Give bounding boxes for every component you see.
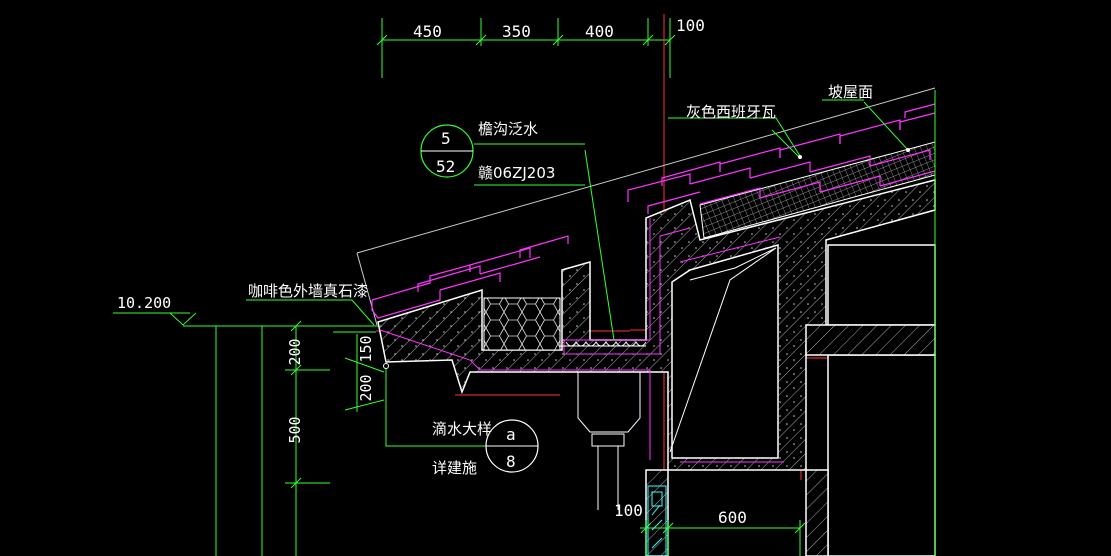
roof-leader-dot [906, 148, 910, 152]
gutter-flashing-strip [560, 341, 647, 347]
concrete-aggregate [378, 180, 935, 470]
detail-2-bottom: 8 [506, 452, 516, 471]
dim-100-bottom: 100 [614, 501, 643, 520]
dim-600-bottom: 600 [718, 508, 747, 527]
detail-1-top: 5 [441, 129, 451, 148]
label-see-arch: 详建施 [432, 459, 477, 477]
room-opening-lower [827, 354, 936, 556]
label-drip-detail: 滴水大样 [432, 420, 492, 438]
wall-lower [805, 469, 829, 556]
dim-200-left: 200 [286, 338, 304, 365]
level-elevation: 10.200 [117, 294, 171, 312]
label-coffee-paint: 咖啡色外墙真石漆 [248, 282, 368, 300]
void-diagonal [669, 247, 777, 453]
dim-400: 400 [585, 22, 614, 41]
gutter-magenta-lining [379, 218, 784, 463]
detail-symbol-a-8 [485, 419, 539, 473]
insulation-block [483, 297, 561, 351]
label-gutter-flashing: 檐沟泛水 [478, 120, 538, 138]
column-void [671, 244, 779, 459]
label-standard-ref: 赣06ZJ203 [478, 164, 555, 182]
dim-350: 350 [502, 22, 531, 41]
dim-150-slab: 150 [357, 335, 375, 362]
window-frame [647, 485, 667, 556]
label-slope-roof: 坡屋面 [828, 83, 873, 101]
dim-450: 450 [413, 22, 442, 41]
detail-symbol-5-52 [420, 124, 474, 178]
drip-leader-dot [383, 363, 389, 369]
downpipe [577, 372, 641, 510]
roof-tiles [371, 103, 936, 319]
tile-leader-dot [798, 155, 802, 159]
detail-1-bottom: 52 [436, 157, 455, 176]
dim-500-left: 500 [286, 416, 304, 443]
label-grey-tile: 灰色西班牙瓦 [686, 103, 776, 121]
leader-lines [246, 90, 936, 556]
floor-beam [805, 324, 936, 356]
dim-200-slab: 200 [357, 374, 375, 401]
dim-100-top: 100 [676, 16, 705, 35]
bottom-dimension-chain [640, 520, 806, 556]
top-dimension-chain [376, 18, 676, 78]
left-dimension-chain [113, 312, 385, 556]
room-opening-upper [827, 244, 936, 326]
detail-2-top: a [506, 425, 516, 444]
